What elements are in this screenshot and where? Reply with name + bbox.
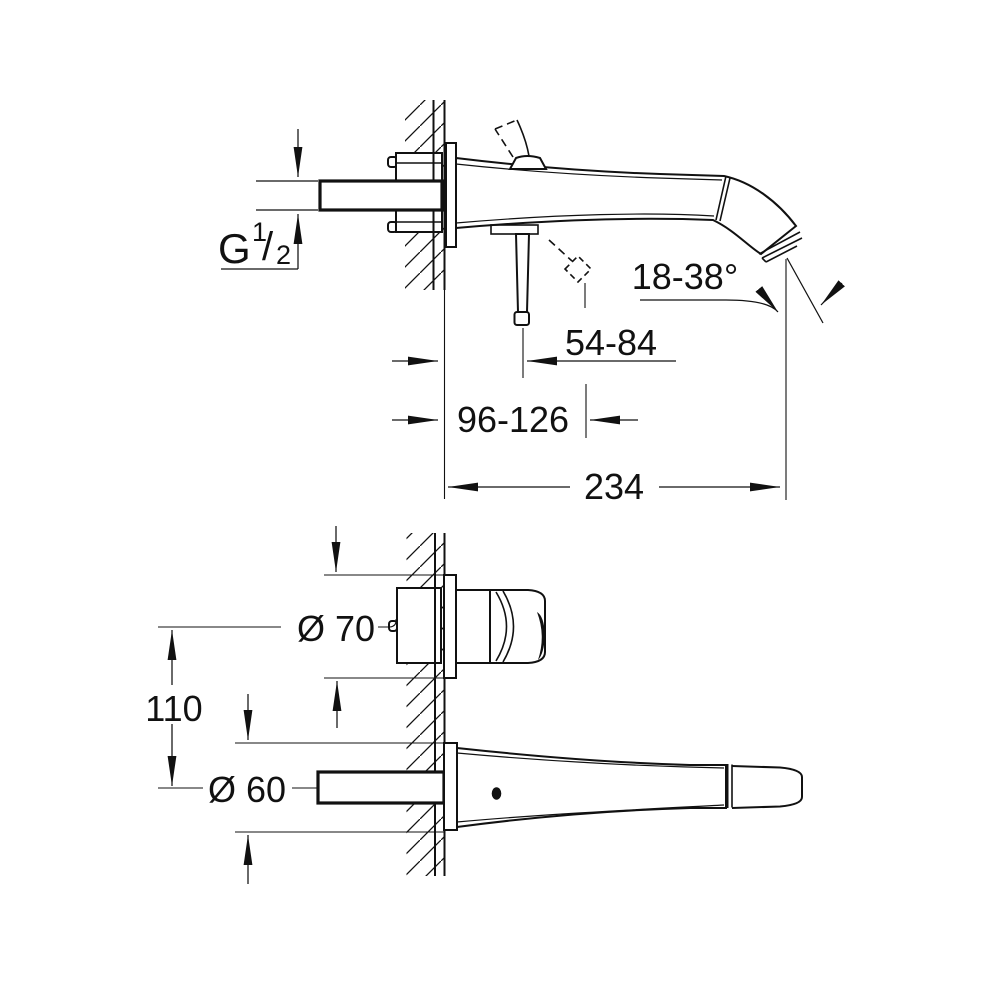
- handle-lever-shadow: [537, 612, 545, 660]
- lever-up-position-dashed: [494, 119, 518, 158]
- top-view-side-profile: [318, 100, 803, 499]
- spout-end-cap: [731, 765, 803, 809]
- aerator-outlet: [758, 231, 803, 263]
- spout-joint-lines: [715, 175, 731, 222]
- dim-dia70-text: Ø 70: [297, 608, 375, 649]
- dim-angle-text: 18-38°: [632, 256, 738, 297]
- lever-base: [508, 155, 548, 170]
- handle-escutcheon: [443, 574, 457, 679]
- top-view-dimensions: G 1 / 2 54-84 96-126 234 18-38°: [218, 129, 845, 507]
- lever-45-end-cap: [563, 254, 593, 284]
- spout-extension-lines: [235, 742, 444, 833]
- handle-body: [455, 589, 491, 664]
- valve-body: [396, 587, 442, 664]
- dim-54-84-text: 54-84: [565, 322, 657, 363]
- wall-hatching-bottom: [406, 533, 435, 876]
- water-stream-line: [786, 257, 824, 324]
- spout-top-contour: [455, 163, 723, 181]
- handle-lever: [489, 589, 546, 664]
- wall-core-hatching-bottom: [435, 533, 445, 876]
- dim-angle-leader-arrow: [640, 286, 779, 313]
- thread-numerator: 1: [252, 217, 267, 247]
- lever-down-rod-cap: [513, 311, 530, 326]
- thread-letter: G: [218, 225, 251, 272]
- thread-size-label: G 1 / 2: [218, 217, 291, 272]
- dim-angle-second-arrow: [820, 280, 845, 306]
- spout-front-body: [456, 746, 727, 829]
- spout-front-contours: [456, 752, 725, 823]
- bottom-view-dimensions: Ø 70 110 Ø 60: [145, 526, 444, 884]
- spout-escutcheon-front: [443, 742, 458, 831]
- spout-bottom-contour: [455, 213, 715, 224]
- dim-110-text: 110: [145, 688, 202, 729]
- bottom-view-front: [316, 533, 803, 876]
- spout-escutcheon-side: [445, 142, 457, 248]
- handle-extension-lines: [324, 574, 444, 679]
- lever-under-plate: [490, 224, 539, 235]
- dia70-leader-hook: [378, 618, 397, 628]
- dim-96-126-text: 96-126: [457, 399, 569, 440]
- handle-lever-contours: [495, 590, 515, 663]
- lever-45-position-dashed: [548, 239, 573, 262]
- pipe-extension-lines: [256, 180, 318, 211]
- lever-up-edge: [516, 119, 530, 157]
- spout-body: [455, 156, 798, 256]
- spout-supply-pipe: [316, 770, 446, 805]
- dim-dia60-text: Ø 60: [208, 769, 286, 810]
- thread-slash: /: [262, 225, 274, 269]
- thread-denominator: 2: [276, 240, 291, 270]
- grohe-dot-logo-icon: [491, 787, 502, 800]
- lever-down-rod: [514, 233, 531, 313]
- dim-234-text: 234: [584, 466, 644, 507]
- supply-pipe: [318, 179, 444, 212]
